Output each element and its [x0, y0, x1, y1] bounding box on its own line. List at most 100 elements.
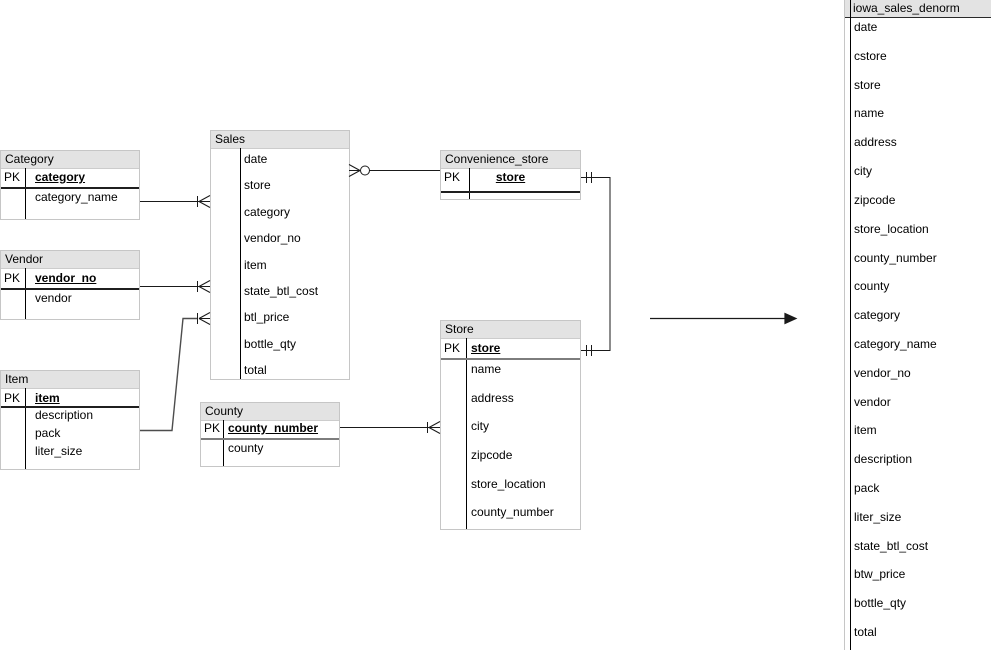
- pk-label: PK: [204, 421, 221, 435]
- pk-divider: [1, 406, 139, 408]
- field-vendor: vendor: [35, 291, 72, 305]
- crows-foot-many-marker: [198, 195, 211, 208]
- table-store-title: Store: [441, 321, 580, 339]
- rel-item-sales: [140, 317, 197, 432]
- rel-county-store: [340, 421, 441, 434]
- field-description: description: [35, 408, 94, 422]
- table-iowa-sales-denorm[interactable]: iowa_sales_denorm date cstore store name…: [844, 0, 991, 650]
- pk-divider: [1, 288, 139, 290]
- pk-column-separator: [25, 268, 26, 319]
- field-item: item: [854, 423, 877, 437]
- table-county-title: County: [201, 403, 339, 421]
- pk-label: PK: [444, 170, 461, 184]
- field-pack: pack: [854, 481, 880, 495]
- field-state-btl-cost: state_btl_cost: [244, 284, 319, 298]
- pk-divider: [201, 438, 339, 440]
- pk-column-separator: [469, 168, 470, 199]
- table-category[interactable]: Category PK category category_name: [0, 150, 140, 220]
- crows-foot-many-marker: [198, 280, 211, 293]
- rel-vendor-sales: [140, 280, 211, 293]
- pk-divider: [1, 187, 139, 189]
- field-address: address: [471, 391, 514, 405]
- rel-category-sales: [140, 195, 211, 208]
- pk-field-vendor-no: vendor_no: [35, 271, 97, 285]
- pk-field-item: item: [35, 391, 60, 405]
- field-county-number: county_number: [854, 251, 937, 265]
- arrowhead-icon: [784, 312, 798, 325]
- field-category-name: category_name: [35, 190, 118, 204]
- field-category: category: [854, 308, 901, 322]
- field-vendor-no: vendor_no: [244, 231, 301, 245]
- table-category-title: Category: [1, 151, 139, 169]
- pk-field-store: store: [495, 170, 526, 184]
- pk-label: PK: [4, 391, 21, 405]
- field-date: date: [854, 20, 878, 34]
- denormalize-arrow: [650, 312, 798, 325]
- field-city: city: [471, 419, 489, 433]
- field-category: category: [244, 205, 291, 219]
- field-liter-size: liter_size: [854, 510, 902, 524]
- field-vendor: vendor: [854, 395, 891, 409]
- field-store-location: store_location: [471, 477, 546, 491]
- field-county-number: county_number: [471, 505, 554, 519]
- field-bottle-qty: bottle_qty: [854, 596, 907, 610]
- field-county: county: [854, 279, 890, 293]
- field-name: name: [471, 362, 502, 376]
- table-item-title: Item: [1, 371, 139, 389]
- pk-column-separator: [850, 0, 851, 650]
- field-total: total: [244, 363, 267, 377]
- field-category-name: category_name: [854, 337, 937, 351]
- table-store[interactable]: Store PK store name address city zipcode…: [440, 320, 581, 530]
- field-date: date: [244, 152, 268, 166]
- field-pack: pack: [35, 426, 61, 440]
- crows-foot-many-marker: [428, 421, 441, 434]
- field-address: address: [854, 135, 897, 149]
- pk-field-store: store: [471, 341, 501, 355]
- field-btl-price: btl_price: [244, 310, 290, 324]
- pk-column-separator: [223, 420, 224, 466]
- table-vendor-title: Vendor: [1, 251, 139, 269]
- crows-foot-many-marker: [198, 312, 211, 325]
- table-convenience-store[interactable]: Convenience_store PK store: [440, 150, 581, 200]
- field-total: total: [854, 625, 877, 639]
- field-cstore: cstore: [854, 49, 887, 63]
- field-vendor-no: vendor_no: [854, 366, 911, 380]
- pk-column-separator: [25, 168, 26, 219]
- field-name: name: [854, 106, 885, 120]
- one-one-tick-marker: [586, 172, 592, 183]
- pk-divider: [441, 191, 580, 193]
- field-county: county: [228, 441, 264, 455]
- crows-foot-many-marker: [348, 164, 361, 177]
- field-bottle-qty: bottle_qty: [244, 337, 297, 351]
- table-iowa-sales-denorm-title: iowa_sales_denorm: [845, 0, 991, 18]
- table-convenience-store-title: Convenience_store: [441, 151, 580, 169]
- pk-label: PK: [444, 341, 461, 355]
- pk-field-county-number: county_number: [228, 421, 319, 435]
- field-city: city: [854, 164, 872, 178]
- field-btw-price: btw_price: [854, 567, 906, 581]
- pk-field-category: category: [35, 170, 86, 184]
- pk-column-separator: [240, 148, 241, 379]
- table-vendor[interactable]: Vendor PK vendor_no vendor: [0, 250, 140, 320]
- table-sales[interactable]: Sales date store category vendor_no item…: [210, 130, 350, 380]
- pk-column-separator: [466, 338, 467, 529]
- table-sales-title: Sales: [211, 131, 349, 149]
- table-item[interactable]: Item PK item description pack liter_size: [0, 370, 140, 470]
- field-store: store: [854, 78, 881, 92]
- pk-label: PK: [4, 271, 21, 285]
- field-description: description: [854, 452, 913, 466]
- rel-sales-convenience-store: [348, 164, 440, 177]
- one-one-tick-marker: [586, 345, 592, 356]
- pk-divider: [441, 358, 580, 360]
- field-zipcode: zipcode: [471, 448, 513, 462]
- zero-optional-marker: [360, 165, 370, 176]
- rel-convenience-store-store: [581, 172, 611, 356]
- field-liter-size: liter_size: [35, 444, 83, 458]
- pk-label: PK: [4, 170, 21, 184]
- table-county[interactable]: County PK county_number county: [200, 402, 340, 467]
- field-state-btl-cost: state_btl_cost: [854, 539, 929, 553]
- pk-column-separator: [25, 388, 26, 469]
- field-store: store: [244, 178, 271, 192]
- field-item: item: [244, 258, 267, 272]
